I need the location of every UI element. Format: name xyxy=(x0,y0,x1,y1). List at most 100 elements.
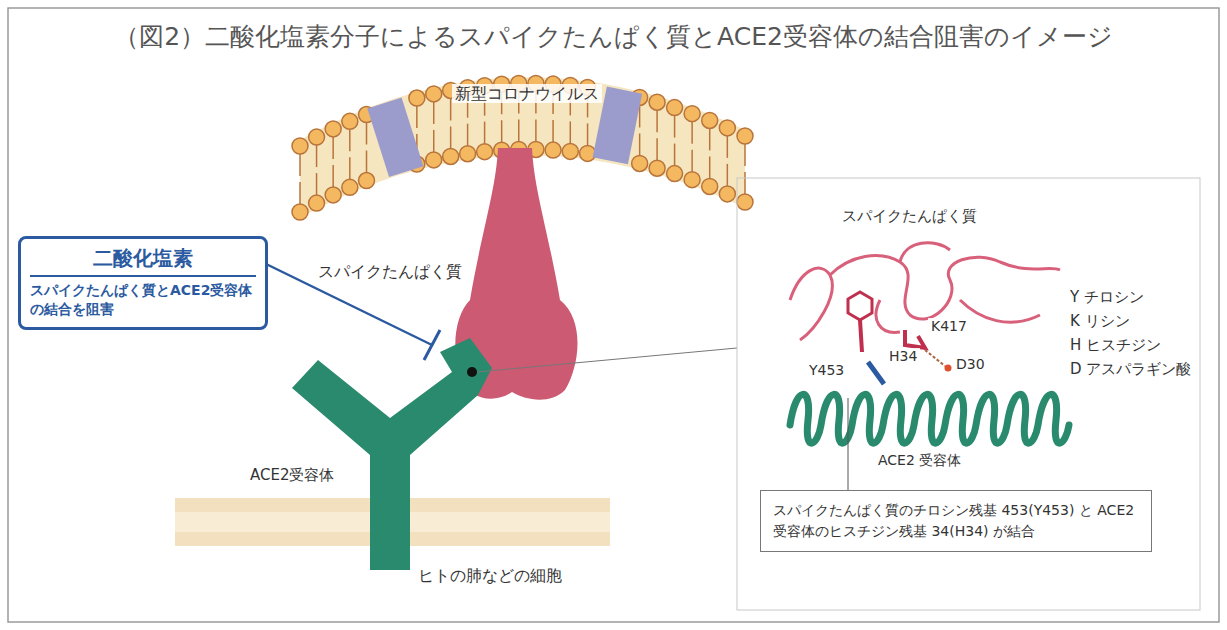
lipid-head xyxy=(632,155,648,171)
diagram-title: （図2）二酸化塩素分子によるスパイクたんぱく質とACE2受容体の結合阻害のイメー… xyxy=(114,22,1113,52)
lipid-head xyxy=(545,142,561,158)
ace2-receptor xyxy=(292,338,492,570)
ace2-helix xyxy=(790,394,1069,443)
lipid-tail xyxy=(691,122,693,144)
lipid-tail xyxy=(744,144,746,166)
inhibitor-box: 二酸化塩素スパイクたんぱく質とACE2受容体の結合を阻害 xyxy=(18,236,268,330)
lipid-head xyxy=(667,100,683,116)
lipid-tail xyxy=(727,164,729,186)
tyrosine-ring xyxy=(848,292,872,320)
lipid-head xyxy=(719,120,735,136)
inset-receptor-label: ACE2 受容体 xyxy=(878,452,961,469)
lipid-head xyxy=(409,90,425,106)
histidine-stick xyxy=(868,362,884,384)
membrane-protein xyxy=(367,98,423,178)
lipid-tail xyxy=(484,122,486,144)
lipid-tail xyxy=(656,138,658,160)
lipid-tail xyxy=(366,123,368,145)
lipid-head xyxy=(719,186,735,202)
tyrosine-stick xyxy=(860,320,862,352)
lipid-head xyxy=(292,138,308,154)
zoom-leader xyxy=(477,348,737,372)
lipid-tail xyxy=(332,165,334,187)
lipid-head xyxy=(426,152,442,168)
residue-key: K リシン xyxy=(1070,312,1130,330)
inhibition-bar xyxy=(424,330,440,360)
lipid-tail xyxy=(349,157,351,179)
lipid-tail xyxy=(727,136,729,158)
virus-label: 新型コロナウイルス xyxy=(452,84,602,103)
lipid-head xyxy=(309,129,325,145)
lipid-head xyxy=(325,187,341,203)
lipid-head xyxy=(580,145,596,161)
lipid-tail xyxy=(552,120,554,142)
lipid-head xyxy=(292,204,308,220)
lipid-head xyxy=(737,128,753,144)
lipid-tail xyxy=(349,129,351,151)
lipid-tail xyxy=(674,116,676,138)
residue-label: K417 xyxy=(928,318,970,335)
lipid-tail xyxy=(709,156,711,178)
lipid-head xyxy=(325,121,341,137)
box-heading: 二酸化塩素 xyxy=(30,245,256,277)
note-leader xyxy=(848,398,849,490)
lysine-stick xyxy=(905,330,925,348)
residue-key: D アスパラギン酸 xyxy=(1070,360,1191,378)
lipid-tail xyxy=(316,145,318,167)
lipid-head xyxy=(443,148,459,164)
lipid-tail xyxy=(691,150,693,172)
lipid-tail xyxy=(416,106,418,128)
lipid-tail xyxy=(299,182,301,204)
lipid-head xyxy=(649,94,665,110)
lipid-tail xyxy=(299,154,301,176)
lipid-head xyxy=(342,113,358,129)
lipid-tail xyxy=(450,126,452,148)
lipid-tail xyxy=(366,151,368,173)
lipid-head xyxy=(702,178,718,194)
lipid-tail xyxy=(709,128,711,150)
lipid-tail xyxy=(639,133,641,155)
lipid-head xyxy=(342,179,358,195)
residue-key: H ヒスチジン xyxy=(1070,336,1161,354)
lipid-head xyxy=(460,146,476,162)
lipid-tail xyxy=(316,173,318,195)
spike-ribbon xyxy=(790,243,1060,340)
lipid-head xyxy=(737,194,753,210)
lipid-head xyxy=(667,166,683,182)
lipid-tail xyxy=(656,110,658,132)
inset-spike-label: スパイクたんぱく質 xyxy=(842,207,977,225)
outer-frame xyxy=(8,8,1219,622)
spike-label: スパイクたんぱく質 xyxy=(318,262,462,281)
lipid-head xyxy=(684,106,700,122)
lipid-tail xyxy=(467,124,469,146)
lipid-tail xyxy=(433,130,435,152)
lipid-tail xyxy=(744,172,746,194)
lipid-tail xyxy=(587,123,589,145)
residue-key: Y チロシン xyxy=(1070,288,1144,306)
lipid-head xyxy=(702,112,718,128)
lipid-tail xyxy=(535,119,537,141)
binding-site-dot xyxy=(467,367,477,377)
lipid-tail xyxy=(570,121,572,143)
cell-label: ヒトの肺などの細胞 xyxy=(418,566,562,585)
lipid-tail xyxy=(433,102,435,124)
lipid-tail xyxy=(674,144,676,166)
note-text: スパイクたんぱく質のチロシン残基 453(Y453) と ACE2 受容体のヒス… xyxy=(773,500,1139,542)
inset-panel xyxy=(737,178,1200,610)
lipid-tail xyxy=(332,137,334,159)
receptor-label: ACE2受容体 xyxy=(250,466,335,484)
lipid-head xyxy=(562,143,578,159)
box-body: スパイクたんぱく質とACE2受容体の結合を阻害 xyxy=(30,281,256,319)
lipid-head xyxy=(426,86,442,102)
lipid-tail xyxy=(518,120,520,142)
residue-label: Y453 xyxy=(806,362,847,379)
salt-bridge xyxy=(925,350,945,366)
lipid-head xyxy=(359,173,375,189)
lipid-head xyxy=(477,144,493,160)
residue-label: H34 xyxy=(886,348,920,365)
residue-label: D30 xyxy=(953,356,988,373)
lipid-head xyxy=(309,195,325,211)
lipid-head xyxy=(684,172,700,188)
lipid-tail xyxy=(639,105,641,127)
